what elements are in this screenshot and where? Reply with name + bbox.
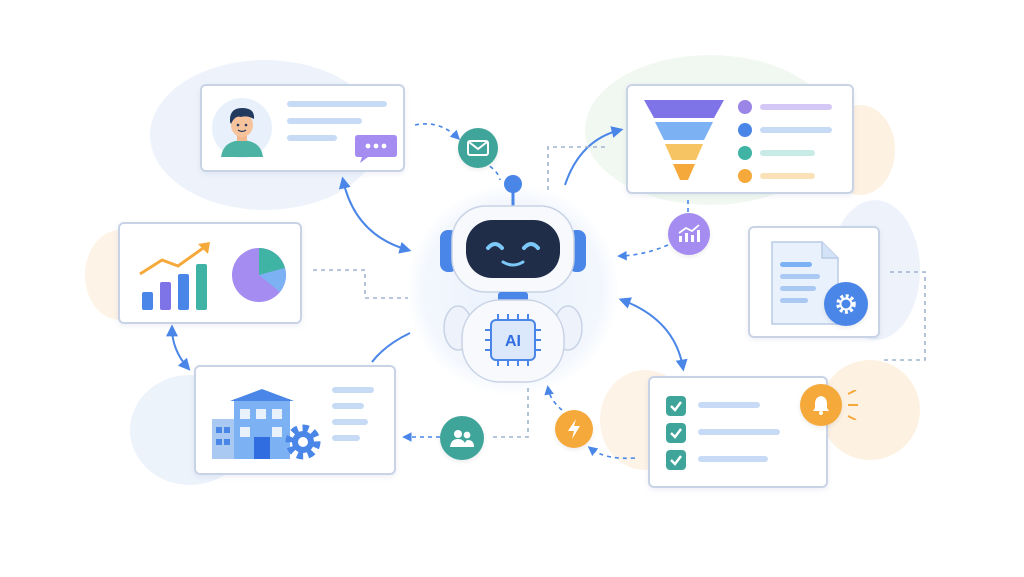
bar-growth-icon xyxy=(139,242,210,310)
lightning-icon xyxy=(555,410,593,448)
dash-funnel-robot xyxy=(547,146,605,190)
dash-profile-mail xyxy=(414,123,461,141)
legend-line xyxy=(760,150,815,156)
building-card xyxy=(194,365,396,475)
legend-dot xyxy=(738,146,752,160)
arrow-analytics-building xyxy=(166,324,191,371)
profile-line xyxy=(287,118,362,124)
legend-dot xyxy=(738,169,752,183)
gear-icon xyxy=(824,282,868,326)
checklist-card xyxy=(648,376,858,488)
building-line xyxy=(332,435,360,441)
bell-rays xyxy=(847,390,858,420)
ai-chip-icon xyxy=(485,314,541,366)
task-line xyxy=(698,456,768,462)
arrow-robot-checklist xyxy=(618,297,688,372)
ai-chip-label: AI xyxy=(505,333,521,350)
arrow-robot-building xyxy=(371,332,411,363)
pie-chart-icon xyxy=(232,248,286,302)
profile-line xyxy=(287,101,387,107)
robot-icon: AI xyxy=(440,175,586,383)
legend-line xyxy=(760,127,832,133)
building-line xyxy=(332,403,364,409)
users-icon xyxy=(440,416,484,460)
legend-dot xyxy=(738,100,752,114)
document-icon xyxy=(771,241,839,325)
building-line xyxy=(332,419,368,425)
checkbox-checked-icon xyxy=(666,450,686,470)
building-icon xyxy=(212,389,294,459)
profile-line xyxy=(287,135,337,141)
envelope-icon xyxy=(458,128,498,168)
funnel-card xyxy=(626,84,854,194)
funnel-icon xyxy=(644,100,724,180)
dash-doc-checklist xyxy=(880,271,926,361)
building-line xyxy=(332,387,374,393)
dash-checklist-bolt xyxy=(587,446,636,460)
dash-trend-robot xyxy=(617,244,669,261)
trend-chart-icon xyxy=(668,213,710,255)
bell-icon xyxy=(800,384,842,426)
checkbox-checked-icon xyxy=(666,396,686,416)
legend-dot xyxy=(738,123,752,137)
gear-icon xyxy=(285,424,321,460)
dash-robot-team xyxy=(492,388,529,438)
arrow-profile-robot xyxy=(338,176,412,254)
checkbox-checked-icon xyxy=(666,423,686,443)
profile-card xyxy=(200,84,405,172)
legend-line xyxy=(760,173,815,179)
dash-analytics-robot xyxy=(313,269,408,299)
chat-bubble-icon xyxy=(355,135,397,163)
dash-bolt-robot xyxy=(544,385,563,411)
task-line xyxy=(698,402,760,408)
legend-line xyxy=(760,104,832,110)
task-line xyxy=(698,429,780,435)
analytics-card xyxy=(118,222,302,324)
user-avatar-icon xyxy=(212,98,272,158)
document-card xyxy=(748,226,880,338)
arrow-robot-funnel xyxy=(564,126,624,186)
